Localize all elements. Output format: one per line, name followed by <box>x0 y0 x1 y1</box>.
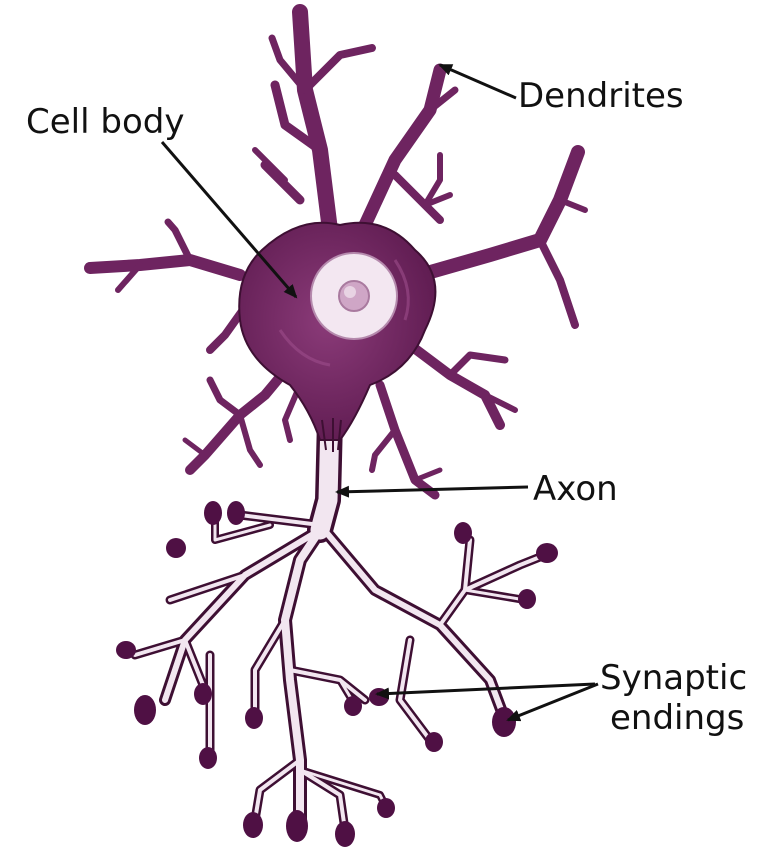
synaptic-terminal <box>369 688 389 706</box>
synaptic-terminal <box>454 522 472 544</box>
synaptic-terminal <box>492 707 516 737</box>
synaptic-terminal <box>377 798 395 818</box>
label-arrows <box>160 63 599 722</box>
axon-label: Axon <box>533 469 618 509</box>
synaptic-terminal <box>243 812 263 838</box>
synaptic-terminal <box>335 821 355 847</box>
dendrites-arrow <box>438 63 517 100</box>
synaptic-terminal <box>286 810 308 842</box>
synaptic-terminal <box>204 501 222 525</box>
dendrites <box>84 4 588 500</box>
synaptic-terminal <box>344 696 362 716</box>
synaptic-terminal <box>227 501 245 525</box>
cell-body-label: Cell body <box>26 102 184 142</box>
axon-arrow <box>335 485 529 498</box>
cell-body-arrow <box>160 141 298 299</box>
axon-hillock <box>321 418 342 452</box>
synaptic-terminal <box>134 695 156 725</box>
synaptic-arrow-left <box>375 682 596 700</box>
synaptic-terminal <box>116 641 136 659</box>
labels: Cell body Dendrites Axon Synaptic ending… <box>26 76 747 738</box>
dendrites-label: Dendrites <box>518 76 684 116</box>
axon-tree <box>116 407 558 847</box>
cell-body <box>238 221 437 441</box>
synaptic-label-line2: endings <box>610 698 744 738</box>
synaptic-terminal <box>536 543 558 563</box>
synaptic-terminal <box>199 747 217 769</box>
synaptic-terminal <box>194 683 212 705</box>
synaptic-arrow-right <box>506 682 599 722</box>
synaptic-terminal <box>245 707 263 729</box>
synaptic-terminal <box>425 732 443 752</box>
synaptic-terminal <box>166 538 186 558</box>
synaptic-terminal <box>518 589 536 609</box>
synaptic-label-line1: Synaptic <box>600 658 747 698</box>
synaptic-terminals <box>116 501 558 847</box>
